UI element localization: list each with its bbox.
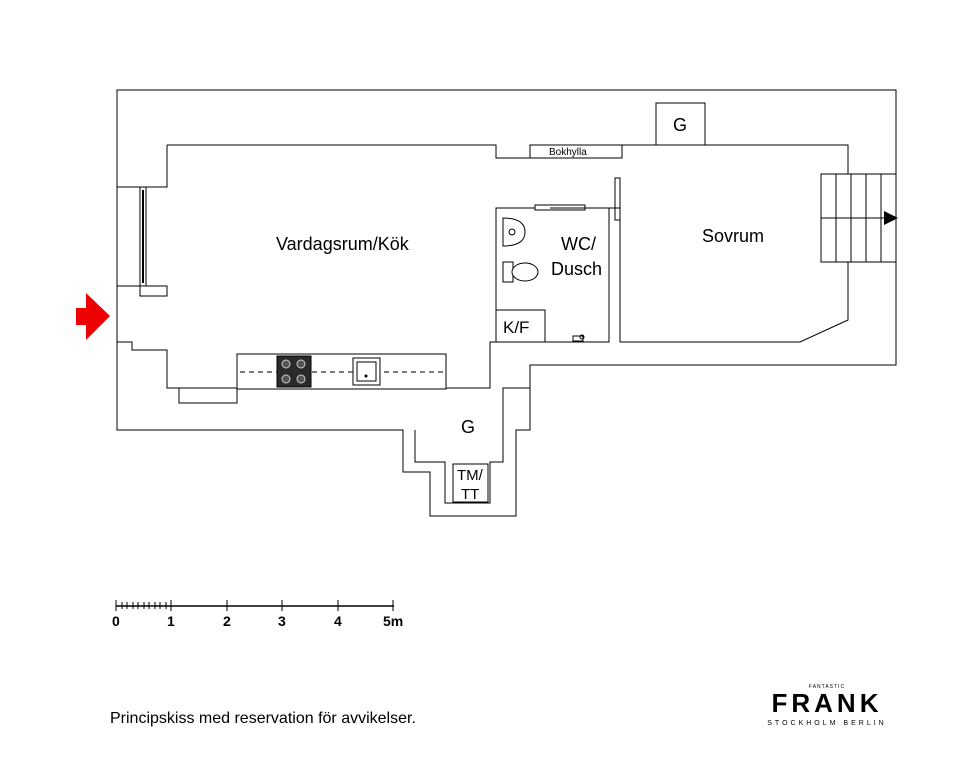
scale-label-2: 2: [223, 613, 231, 629]
label-laundry-1: TM/: [457, 467, 484, 484]
kitchen-hall-wall: [446, 310, 497, 389]
left-wall: [117, 145, 179, 389]
stove: [276, 355, 312, 388]
laundry: [452, 463, 489, 503]
entrance-arrow-icon: [76, 293, 110, 340]
toilet: [502, 261, 539, 283]
stairs-arrow-icon: [884, 211, 898, 225]
sink-bathroom: [502, 217, 526, 247]
fridge-freezer: [495, 309, 546, 343]
brand-sub: STOCKHOLM BERLIN: [767, 720, 887, 727]
label-fridge-freezer: K/F: [503, 318, 529, 337]
bedroom-door: [614, 177, 621, 221]
scale-label-0: 0: [112, 613, 120, 629]
hall-walls: [414, 387, 530, 504]
scale-label-3: 3: [278, 613, 286, 629]
window-left: [139, 187, 147, 286]
bookshelf: [529, 144, 623, 159]
brand-name: FRANK: [771, 688, 883, 718]
drain: [572, 334, 585, 342]
brand-top: FANTASTIC: [808, 684, 846, 690]
label-closet-hall: G: [461, 417, 475, 437]
disclaimer: Principskiss med reservation för avvikel…: [110, 710, 416, 727]
label-closet-top: G: [673, 115, 687, 135]
stairs: [820, 173, 898, 263]
kitchen-counter: [236, 353, 447, 390]
outer-wall: [116, 89, 897, 517]
bathroom-door: [534, 204, 610, 211]
label-living-kitchen: Vardagsrum/Kök: [276, 234, 410, 254]
label-bathroom-1: WC/: [561, 234, 596, 254]
label-bedroom: Sovrum: [702, 226, 764, 246]
label-bathroom-2: Dusch: [551, 259, 602, 279]
scale-label-4: 4: [334, 613, 342, 629]
label-laundry-2: TT: [461, 486, 479, 503]
low-cabinet: [178, 387, 238, 404]
closet-top: [655, 102, 706, 146]
brand-logo: FANTASTIC FRANK STOCKHOLM BERLIN: [762, 684, 892, 727]
scale-label-5: 5m: [383, 613, 403, 629]
label-bookshelf: Bokhylla: [549, 147, 587, 158]
scale-label-1: 1: [167, 613, 175, 629]
scale-bar: 0 1 2 3 4 5m: [112, 600, 403, 629]
